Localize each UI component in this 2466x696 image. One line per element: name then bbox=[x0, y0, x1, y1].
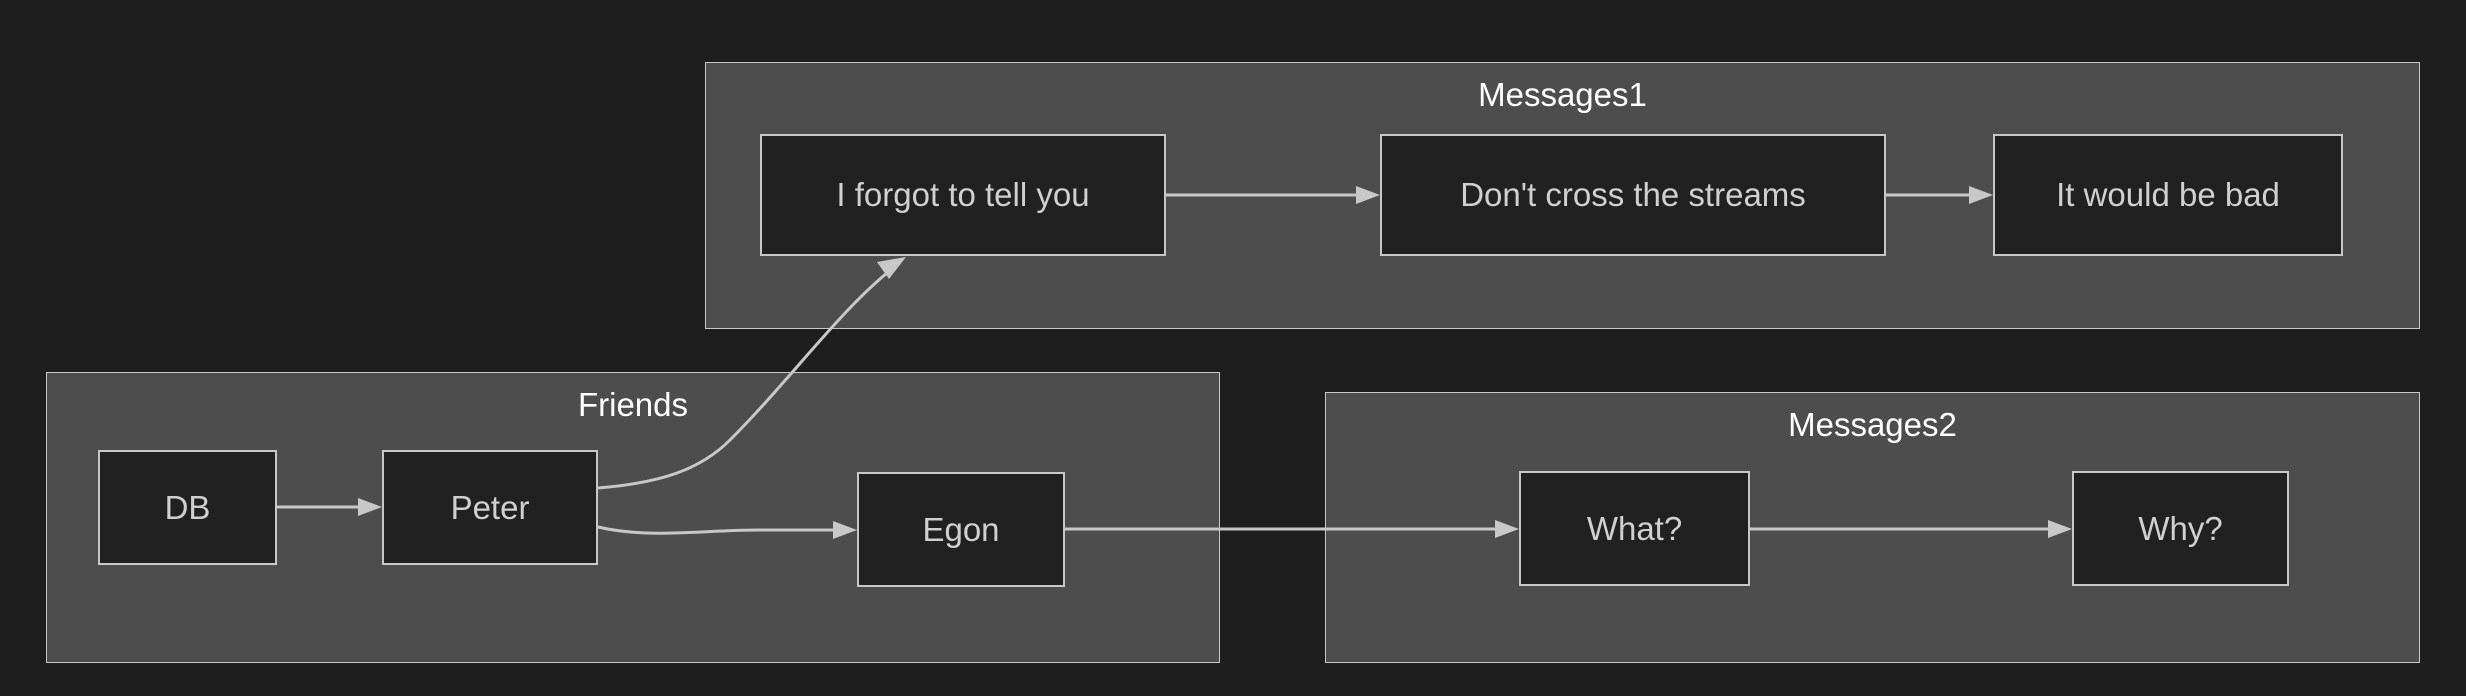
node-peter[interactable]: Peter bbox=[382, 450, 598, 565]
node-label-bad: It would be bad bbox=[2056, 176, 2280, 213]
node-why[interactable]: Why? bbox=[2072, 471, 2289, 586]
node-forgot[interactable]: I forgot to tell you bbox=[760, 134, 1166, 256]
node-label-db: DB bbox=[164, 488, 211, 526]
node-label-peter: Peter bbox=[450, 488, 530, 526]
node-egon[interactable]: Egon bbox=[857, 472, 1065, 587]
node-label-forgot: I forgot to tell you bbox=[836, 176, 1090, 213]
node-label-egon: Egon bbox=[922, 510, 1000, 548]
node-label-crossstreams: Don't cross the streams bbox=[1460, 176, 1806, 213]
node-label-why: Why? bbox=[2138, 509, 2223, 547]
node-db[interactable]: DB bbox=[98, 450, 277, 565]
cluster-label-messages1: Messages1 bbox=[1478, 76, 1647, 113]
node-what[interactable]: What? bbox=[1519, 471, 1750, 586]
node-label-what: What? bbox=[1586, 509, 1683, 547]
cluster-label-messages2: Messages2 bbox=[1788, 406, 1957, 443]
node-crossstreams[interactable]: Don't cross the streams bbox=[1380, 134, 1886, 256]
cluster-label-friends: Friends bbox=[577, 386, 689, 423]
node-bad[interactable]: It would be bad bbox=[1993, 134, 2343, 256]
